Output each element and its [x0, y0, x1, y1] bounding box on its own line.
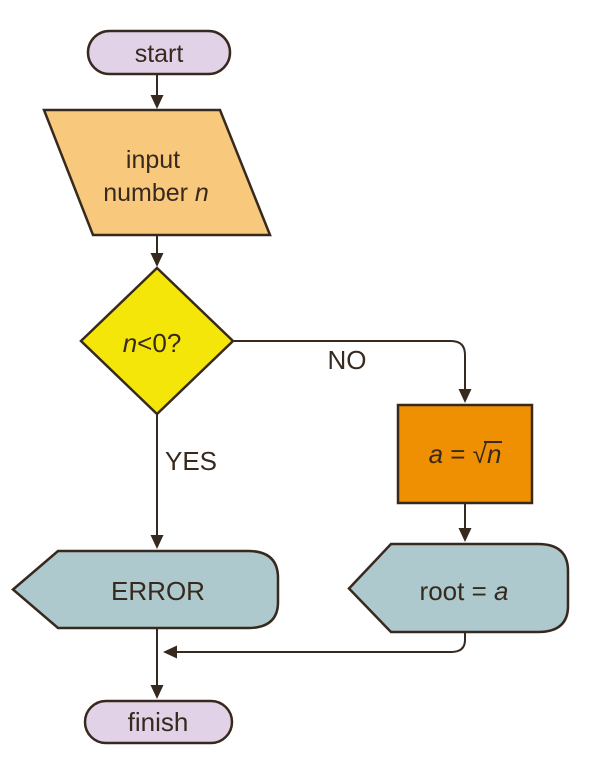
- input-label-line2: number n: [103, 179, 209, 207]
- yes-branch-label: YES: [165, 446, 217, 476]
- arrowhead-start-to-input: [150, 95, 164, 109]
- error-label: ERROR: [111, 576, 205, 606]
- arrowhead-process-to-root: [458, 528, 472, 542]
- root-display-shape: [347, 542, 570, 634]
- edge-root-to-merge: [176, 632, 466, 653]
- arrowhead-to-finish: [150, 685, 164, 699]
- input-parallelogram-shape: [42, 108, 272, 237]
- decision-label: n<0?: [123, 328, 182, 358]
- no-branch-label: NO: [328, 345, 367, 375]
- start-terminal-shape: [86, 29, 232, 76]
- arrowhead-no-to-process: [458, 389, 472, 403]
- finish-label: finish: [128, 707, 189, 737]
- arrowhead-yes-to-error: [150, 535, 164, 549]
- error-display-shape: [11, 549, 280, 630]
- root-label: root = a: [420, 576, 509, 606]
- arrowhead-root-to-merge: [163, 645, 177, 659]
- arrowhead-input-to-decision: [150, 253, 164, 267]
- start-label: start: [135, 40, 184, 68]
- input-label-line1: input: [126, 146, 180, 174]
- process-label: a = √n: [429, 439, 502, 469]
- finish-terminal-shape: [83, 699, 234, 745]
- edge-decision-no-to-process: [233, 340, 466, 390]
